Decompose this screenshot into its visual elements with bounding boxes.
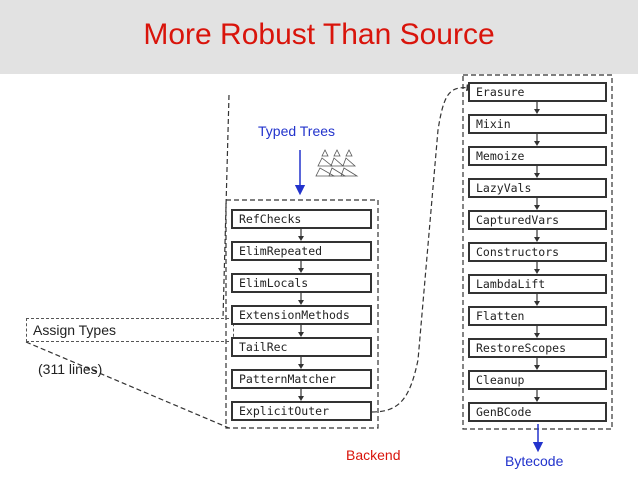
title-bar	[0, 0, 638, 74]
typed-trees-label: Typed Trees	[258, 123, 336, 139]
left-phase-group	[225, 199, 379, 429]
zoom-line-bottom	[25, 341, 230, 429]
phase-connector-arrowhead	[534, 237, 540, 242]
phase-box: Memoize	[468, 146, 607, 166]
backend-label: Backend	[346, 447, 401, 463]
phase-connector-arrowhead	[534, 397, 540, 402]
phase-box: LambdaLift	[468, 274, 607, 294]
line-count-label: (311 lines)	[38, 361, 103, 377]
bytecode-label: Bytecode	[505, 453, 564, 469]
slide-title: More Robust Than Source	[143, 18, 495, 51]
phase-box: GenBCode	[468, 402, 607, 422]
phase-box: Erasure	[468, 82, 607, 102]
assign-types-box	[26, 318, 234, 342]
phase-box: ExplicitOuter	[231, 401, 372, 421]
phase-connector-arrowhead	[298, 332, 304, 337]
phase-box: PatternMatcher	[231, 369, 372, 389]
zoom-line-top	[222, 94, 230, 319]
phase-connector-arrowhead	[534, 269, 540, 274]
phase-connector-arrowhead	[298, 268, 304, 273]
phase-box: ElimLocals	[231, 273, 372, 293]
assign-types-label: Assign Types	[33, 322, 117, 338]
phase-box: ElimRepeated	[231, 241, 372, 261]
phase-connector-arrowhead	[298, 396, 304, 401]
phase-connector-arrowhead	[534, 109, 540, 114]
phase-box: Constructors	[468, 242, 607, 262]
phase-box: ExtensionMethods	[231, 305, 372, 325]
phase-box: TailRec	[231, 337, 372, 357]
phase-connector-arrowhead	[534, 141, 540, 146]
phase-connector-arrowhead	[298, 300, 304, 305]
phase-box: Flatten	[468, 306, 607, 326]
backend-connector	[371, 84, 474, 413]
phase-box: RefChecks	[231, 209, 372, 229]
phase-connector-arrowhead	[298, 364, 304, 369]
phase-box: Cleanup	[468, 370, 607, 390]
phase-connector-arrowhead	[534, 333, 540, 338]
phase-box: CapturedVars	[468, 210, 607, 230]
phase-box: Mixin	[468, 114, 607, 134]
phase-connector-arrowhead	[534, 173, 540, 178]
phase-box: RestoreScopes	[468, 338, 607, 358]
tree-icon	[315, 149, 359, 177]
phase-connector-arrowhead	[534, 205, 540, 210]
phase-connector-arrowhead	[534, 365, 540, 370]
phase-box: LazyVals	[468, 178, 607, 198]
phase-connector-arrowhead	[534, 301, 540, 306]
phase-connector-arrowhead	[298, 236, 304, 241]
